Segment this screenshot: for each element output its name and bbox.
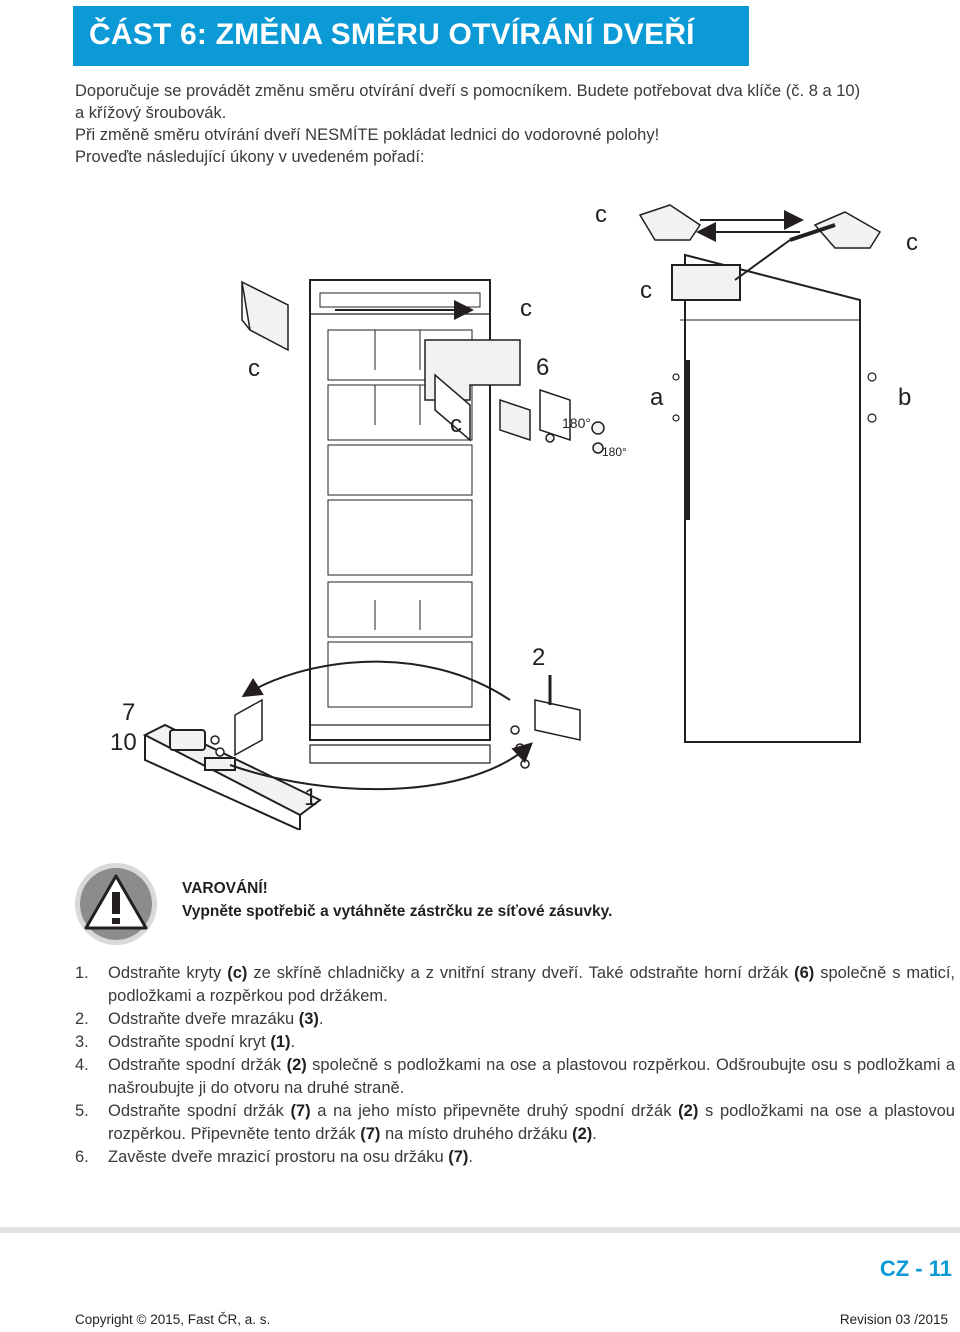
section-title-bar: ČÁST 6: ZMĚNA SMĚRU OTVÍRÁNÍ DVEŘÍ (73, 6, 749, 66)
step-text: . (592, 1125, 597, 1143)
step-ref: (7) (360, 1125, 381, 1143)
step-ref: (2) (286, 1056, 307, 1074)
step-ref: (3) (298, 1010, 319, 1028)
label-10: 10 (110, 729, 137, 756)
label-c: c (595, 201, 607, 228)
door-reversal-diagram: c c c c c c 6 a b 180° 180° 2 7 10 1 (110, 201, 918, 830)
step-text: s podložkami na ose a plastovou rozpěrko… (108, 1102, 955, 1143)
step-text: Odstraňte kryty (108, 964, 228, 982)
label-7: 7 (122, 699, 135, 726)
step-item: 6. Zavěste dveře mrazicí prostoru na osu… (75, 1146, 955, 1169)
step-text: Odstraňte spodní držák (108, 1056, 287, 1074)
step-text: Zavěste dveře mrazicí prostoru na osu dr… (108, 1148, 449, 1166)
label-c: c (248, 355, 260, 382)
step-ref: (7) (448, 1148, 469, 1166)
door-cover-parts (638, 204, 882, 281)
section-title: ČÁST 6: ZMĚNA SMĚRU OTVÍRÁNÍ DVEŘÍ (89, 18, 695, 51)
label-1: 1 (304, 784, 317, 811)
step-ref: (1) (270, 1033, 291, 1051)
intro-text: Doporučuje se provádět změnu směru otvír… (75, 80, 895, 168)
label-6: 6 (536, 354, 549, 381)
step-item: 4. Odstraňte spodní držák (2) společně s… (75, 1054, 955, 1100)
intro-line: Proveďte následující úkony v uvedeném po… (75, 148, 425, 166)
bottom-hinge-left (210, 698, 263, 757)
step-text: a na jeho místo připevněte druhý spodní … (310, 1102, 679, 1120)
warning-title: VAROVÁNÍ! (182, 880, 268, 897)
label-c: c (906, 229, 918, 256)
step-ref: (c) (227, 964, 248, 982)
swap-arrow (241, 660, 511, 701)
step-text: . (318, 1010, 324, 1028)
label-c: c (450, 411, 462, 438)
label-c: c (640, 277, 652, 304)
step-ref: (2) (572, 1125, 593, 1143)
label-c: c (520, 295, 532, 322)
step-number: 6. (75, 1148, 89, 1166)
label-180: 180° (602, 445, 627, 459)
step-item: 2. Odstraňte dveře mrazáku (3). (75, 1008, 955, 1031)
intro-line: Doporučuje se provádět změnu směru otvír… (75, 82, 861, 100)
screw-parts (672, 372, 877, 423)
intro-line: Při změně směru otvírání dveří NESMÍTE p… (75, 126, 660, 144)
step-item: 1. Odstraňte kryty (c) ze skříně chladni… (75, 962, 955, 1008)
bottom-plinth (142, 723, 322, 830)
step-number: 1. (75, 964, 89, 982)
footer-divider (0, 1227, 960, 1233)
step-number: 5. (75, 1102, 89, 1120)
step-text: Odstraňte spodní držák (108, 1102, 291, 1120)
intro-line: a křížový šroubovák. (75, 104, 227, 122)
top-hinge-detail (424, 339, 605, 454)
step-number: 2. (75, 1010, 89, 1028)
cover-panel (241, 280, 289, 352)
door-panel (671, 253, 861, 743)
label-b: b (898, 384, 911, 411)
step-text: na místo druhého držáku (380, 1125, 573, 1143)
label-2: 2 (532, 644, 545, 671)
step-text: . (290, 1033, 296, 1051)
step-number: 4. (75, 1056, 89, 1074)
label-180: 180° (562, 415, 591, 431)
step-ref: (2) (678, 1102, 699, 1120)
page-number: CZ - 11 (879, 1256, 952, 1281)
step-text: ze skříně chladničky a z vnitřní strany … (247, 964, 795, 982)
step-text: . (468, 1148, 473, 1166)
steps-list: 1. Odstraňte kryty (c) ze skříně chladni… (75, 962, 955, 1169)
warning-text: Vypněte spotřebič a vytáhněte zástrčku z… (182, 903, 613, 920)
exclamation-circle-icon (75, 863, 157, 945)
swap-arrow (229, 742, 533, 791)
bottom-hinge-right (510, 675, 581, 769)
step-item: 3. Odstraňte spodní kryt (1). (75, 1031, 955, 1054)
step-ref: (7) (290, 1102, 311, 1120)
step-text: společně s maticí, podložkami a rozpěrko… (108, 964, 956, 1005)
step-number: 3. (75, 1033, 89, 1051)
step-text: Odstraňte dveře mrazáku (108, 1010, 299, 1028)
step-text: společně s podložkami na ose a plastovou… (108, 1056, 955, 1097)
step-item: 5. Odstraňte spodní držák (7) a na jeho … (75, 1100, 955, 1146)
label-a: a (650, 384, 664, 411)
revision-text: Revision 03 /2015 (839, 1312, 948, 1327)
step-text: Odstraňte spodní kryt (108, 1033, 271, 1051)
copyright-text: Copyright © 2015, Fast ČR, a. s. (75, 1312, 271, 1327)
step-ref: (6) (794, 964, 815, 982)
